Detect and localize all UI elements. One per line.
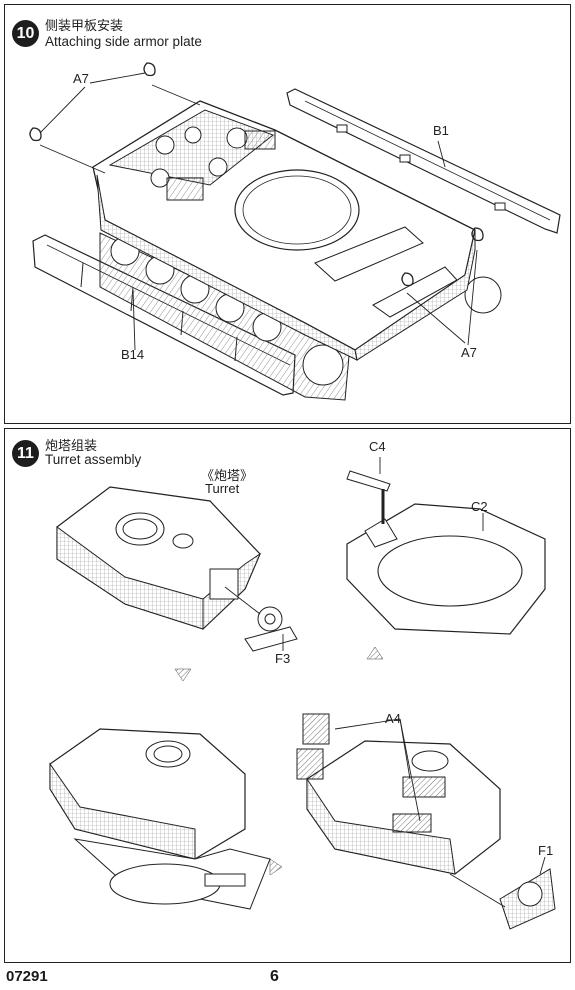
turret-assembly-illustration [49,457,556,930]
label-c4: C4 [369,439,386,454]
label-turret-en: Turret [205,481,240,496]
label-a7-top: A7 [73,71,89,86]
step-11-title-en: Turret assembly [45,452,142,467]
label-f1: F1 [538,843,554,858]
page-number: 6 [270,968,279,985]
label-a4: A4 [385,711,401,726]
label-turret-cn: 《炮塔》 [201,468,254,483]
product-code: 07291 [6,968,48,985]
tank-hull-illustration [29,62,561,401]
label-f3: F3 [275,651,291,666]
step-10-title-cn: 侧装甲板安装 [45,19,124,34]
step-10-panel: 10 侧装甲板安装 Attaching side armor plate [4,4,571,424]
step-11-badge: 11 [12,440,39,467]
step-11-title-cn: 炮塔组装 [45,439,98,454]
label-c2: C2 [471,499,488,514]
step-11-panel: 11 炮塔组装 Turret assembly [4,428,571,963]
label-b14: B14 [121,347,145,362]
label-a7-bottom: A7 [461,345,477,360]
step-10-badge: 10 [12,20,39,47]
step-10-title-en: Attaching side armor plate [45,34,202,49]
label-b1: B1 [433,123,449,138]
